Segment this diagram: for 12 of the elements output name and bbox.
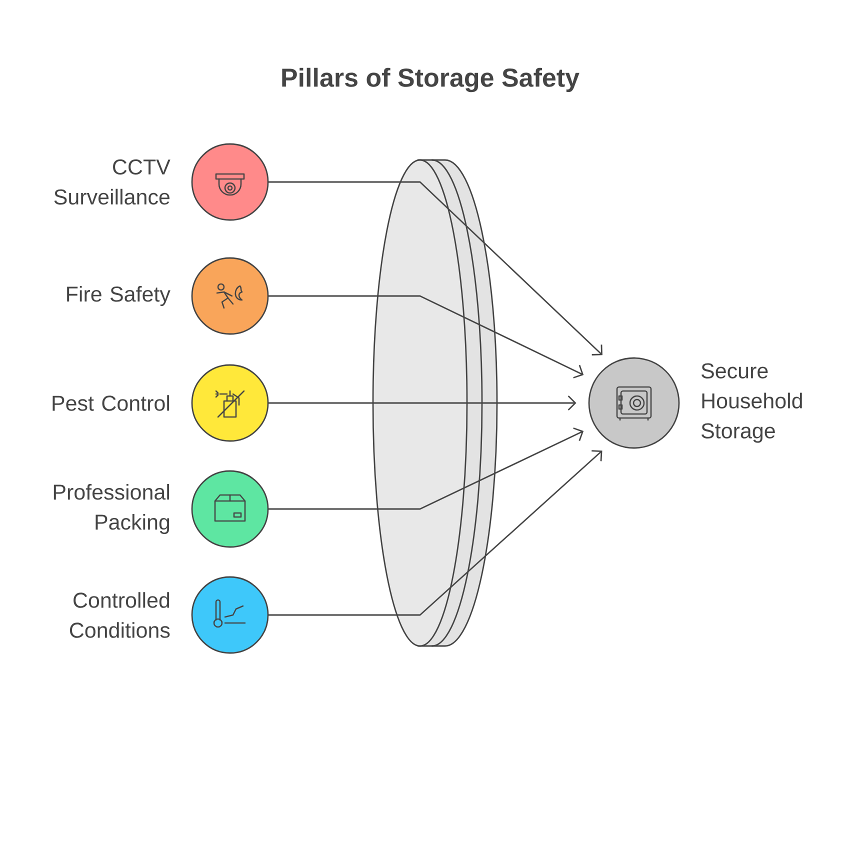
node-label: Fire Safety	[67, 286, 170, 306]
node-label: Controlled Conditions	[70, 592, 170, 638]
node-label: Pest Control	[52, 395, 170, 411]
title: Pillars of Storage Safety	[282, 68, 580, 92]
arrow	[268, 295, 584, 378]
arrow	[268, 396, 576, 410]
node-label: Professional Packing	[54, 484, 170, 534]
arrow	[268, 450, 602, 616]
node-label: Secure Household Storage	[702, 363, 802, 443]
arrow	[268, 181, 602, 356]
arrow	[268, 427, 584, 510]
node-label: CCTV Surveillance	[54, 159, 170, 205]
